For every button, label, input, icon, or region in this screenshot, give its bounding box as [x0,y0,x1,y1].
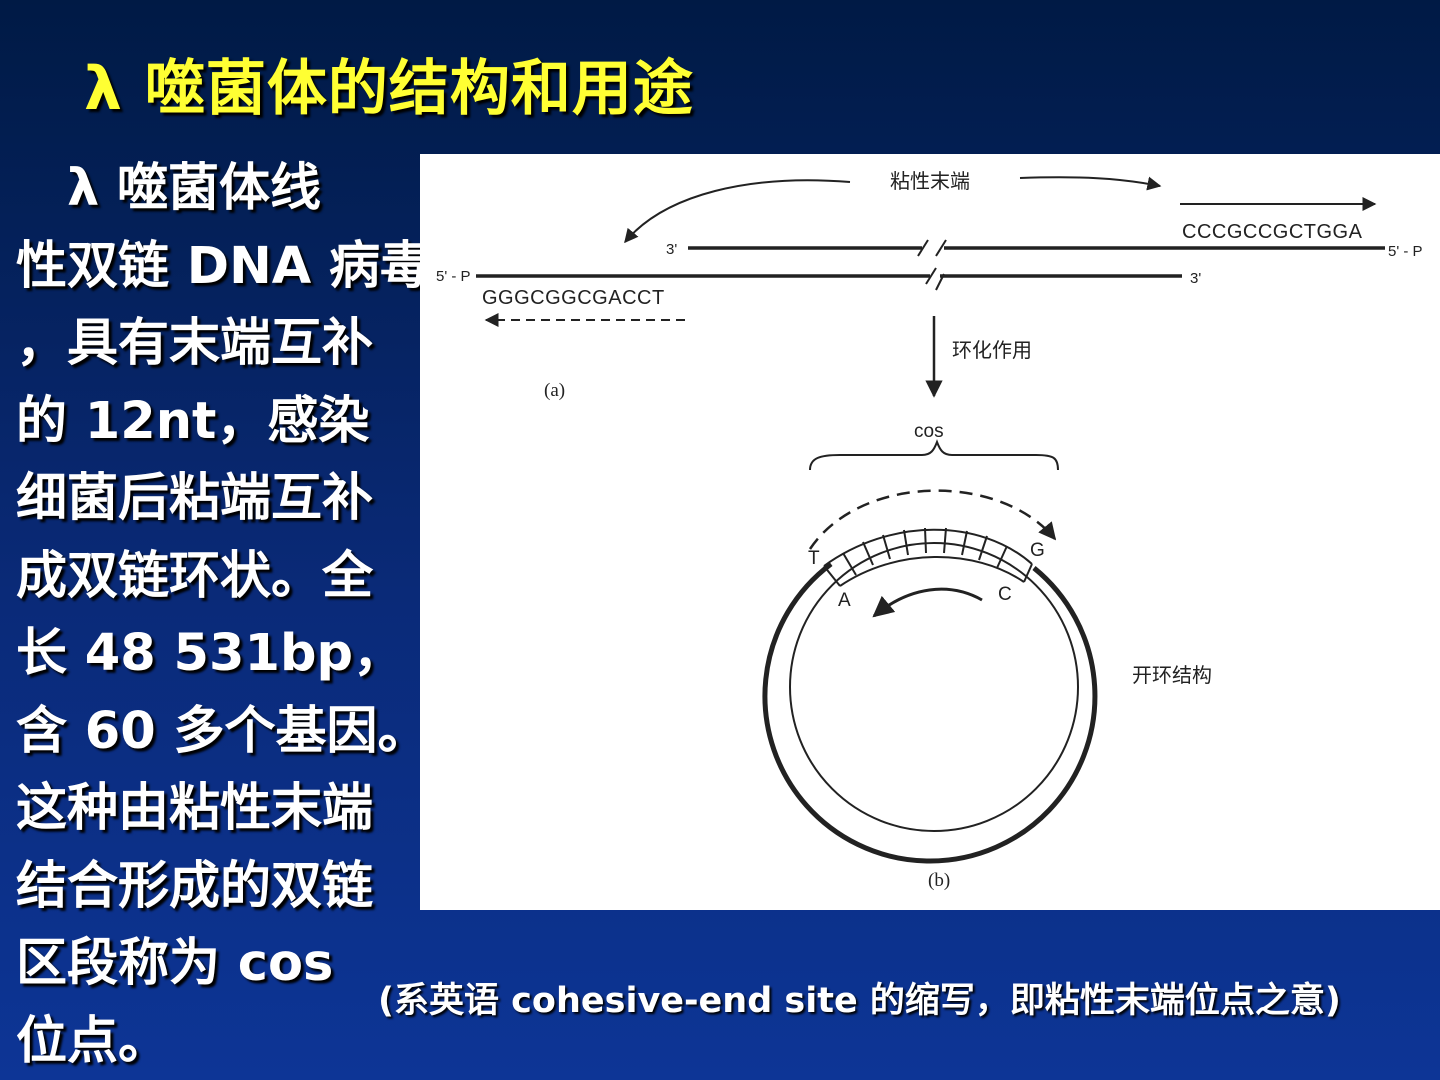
sticky-end-label: 粘性末端 [890,169,970,193]
base-A: A [838,590,851,611]
caption: (系英语 cohesive-end site 的缩写，即粘性末端位点之意) [378,981,1341,1021]
body-line: 成双链环状。全 [16,546,374,606]
body-line: 结合形成的双链 [16,856,374,916]
inner-direction-arrow [872,587,983,618]
sticky-end-arrow-right [1019,176,1162,191]
cos-brace [809,439,1059,471]
panel-b-label: (b) [928,870,950,891]
open-circle-label: 开环结构 [1132,663,1212,687]
break-mark [925,267,937,285]
base-G: G [1030,540,1045,561]
body-line: ，具有末端互补 [16,314,374,373]
cos-label: cos [914,421,944,442]
cos-dashed-arc [808,489,1057,550]
bottom-strand-5-end: 5' - P [436,268,471,285]
outer-strand [762,562,1098,864]
lambda-dna-figure: 粘性末端 CCCGCCGCTGGA 3' 5' - P 5' - P 3' GG… [420,154,1440,910]
base-T: T [808,548,820,569]
body-line: 长 48 531bp， [16,624,404,683]
cos-ladder-outer [823,528,1033,567]
inner-strand [789,542,1079,832]
body-line: 性双链 DNA 病毒 [16,236,431,296]
bottom-strand-3-end: 3' [1190,270,1201,287]
panel-a-label: (a) [544,380,565,401]
break-mark [935,239,947,257]
figure-svg: 粘性末端 CCCGCCGCTGGA 3' 5' - P 5' - P 3' GG… [436,169,1423,891]
break-mark [917,239,929,257]
body-line: λ 噬菌体线 [16,159,322,218]
cos-ladder-rungs [823,527,1033,587]
body-line: 的 12nt，感染 [16,391,370,451]
top-strand-3-end: 3' [666,241,677,258]
body-line: 细菌后粘端互补 [16,469,374,528]
base-C: C [998,584,1012,605]
sticky-end-arrow-left [624,179,851,244]
bottom-strand-seq: GGGCGGCGACCT [482,287,665,309]
slide-title: λ 噬菌体的结构和用途 [84,54,694,124]
outer-strand-inner-edge [764,563,1096,862]
body-line: 区段称为 cos [16,934,334,993]
cyclization-label: 环化作用 [952,338,1032,362]
body-line: 位点。 [16,1011,170,1071]
body-line: 这种由粘性末端 [16,779,374,838]
top-strand-seq: CCCGCCGCTGGA [1182,221,1363,243]
break-mark [935,273,945,291]
top-strand-5-end: 5' - P [1388,243,1423,260]
cos-ladder-inner [839,556,1025,587]
body-text: λ 噬菌体线 性双链 DNA 病毒 ，具有末端互补 的 12nt，感染 细菌后粘… [16,150,431,1080]
body-line: 含 60 多个基因。 [16,701,429,761]
